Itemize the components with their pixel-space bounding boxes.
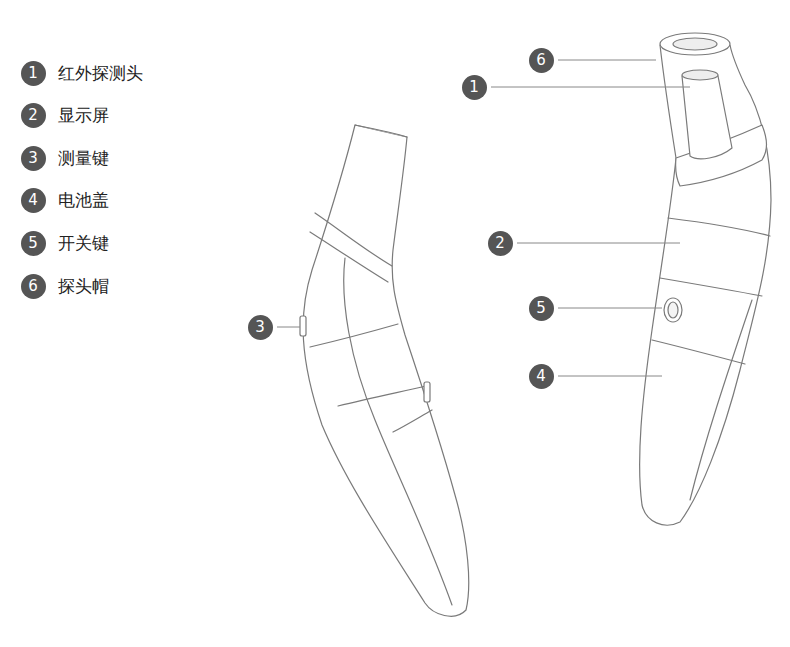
part-name: 开关键 xyxy=(58,233,109,253)
callout-text: 5 xyxy=(536,301,546,316)
part-name: 测量键 xyxy=(58,148,109,168)
part-name: 显示屏 xyxy=(58,105,109,125)
part-name: 探头帽 xyxy=(58,276,109,296)
side-button xyxy=(424,382,430,402)
seam-line xyxy=(338,386,426,406)
leader-line xyxy=(491,87,690,88)
callout-number: 4 xyxy=(529,364,554,389)
callout-number: 6 xyxy=(21,274,46,299)
callout-text: 3 xyxy=(28,151,38,166)
device-body xyxy=(640,45,771,525)
callout-number: 3 xyxy=(248,315,273,340)
callout-text: 2 xyxy=(28,108,38,123)
callout-text: 2 xyxy=(495,236,505,251)
band-line xyxy=(315,213,392,266)
part-name: 电池盖 xyxy=(58,190,109,210)
band-line xyxy=(310,232,388,282)
callout-number: 3 xyxy=(21,146,46,171)
callout-text: 5 xyxy=(28,236,38,251)
callout-number: 1 xyxy=(21,61,46,86)
seam-line xyxy=(393,410,432,432)
probe-cap-rim xyxy=(673,38,717,50)
device-top xyxy=(355,125,407,137)
probe-cap xyxy=(660,33,730,55)
leader-line xyxy=(558,60,656,61)
callout-text: 1 xyxy=(28,66,38,81)
measure-button xyxy=(300,316,306,336)
probe-tip xyxy=(682,70,718,80)
leader-line xyxy=(558,308,662,309)
device-body xyxy=(303,125,469,616)
leader-line xyxy=(277,327,300,328)
callout-text: 4 xyxy=(536,369,546,384)
callout-number: 1 xyxy=(462,75,487,100)
callout-number: 5 xyxy=(529,296,554,321)
callout-text: 6 xyxy=(28,279,38,294)
seam-line xyxy=(310,324,398,347)
leader-line xyxy=(517,243,680,244)
seam-line xyxy=(690,300,752,500)
callout-number: 5 xyxy=(21,231,46,256)
callout-text: 4 xyxy=(28,193,38,208)
callout-text: 1 xyxy=(469,80,479,95)
callout-number: 2 xyxy=(21,103,46,128)
part-name: 红外探测头 xyxy=(58,63,143,83)
power-button xyxy=(664,298,682,322)
seam-line xyxy=(660,278,762,296)
seam-line xyxy=(652,340,745,364)
callout-number: 4 xyxy=(21,188,46,213)
callout-text: 6 xyxy=(536,53,546,68)
seam-line xyxy=(668,218,770,236)
callout-text: 3 xyxy=(255,320,265,335)
power-button-inner xyxy=(668,302,678,318)
leader-line xyxy=(558,376,662,377)
seam-line xyxy=(344,258,452,605)
callout-number: 2 xyxy=(488,231,513,256)
callout-number: 6 xyxy=(529,48,554,73)
infrared-probe xyxy=(682,72,732,159)
